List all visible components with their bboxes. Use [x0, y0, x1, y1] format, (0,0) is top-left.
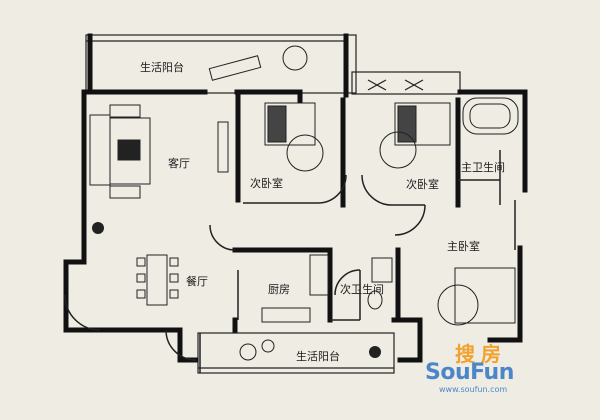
soufun-watermark: 搜房 SouFun www.soufun.com	[425, 338, 545, 394]
balcony-top-area	[85, 34, 357, 94]
balcony-bottom-area	[197, 332, 395, 374]
watermark-url: www.soufun.com	[439, 385, 508, 394]
room-label-bedroom-2b: 次卧室	[406, 178, 439, 191]
room-label-master-bath: 主卫生间	[461, 161, 505, 174]
room-label-kitchen: 厨房	[268, 283, 290, 296]
watermark-english: SouFun	[425, 360, 514, 385]
room-label-bedroom-2a: 次卧室	[250, 177, 283, 190]
room-label-balcony-bottom: 生活阳台	[296, 350, 340, 363]
room-label-living-room: 客厅	[168, 157, 190, 170]
room-label-second-bath: 次卫生间	[340, 283, 384, 296]
room-label-master-bedroom: 主卧室	[447, 240, 480, 253]
room-label-balcony-top: 生活阳台	[140, 61, 184, 74]
watermark-chinese: 搜房	[455, 342, 507, 366]
room-label-dining-room: 餐厅	[186, 275, 208, 288]
